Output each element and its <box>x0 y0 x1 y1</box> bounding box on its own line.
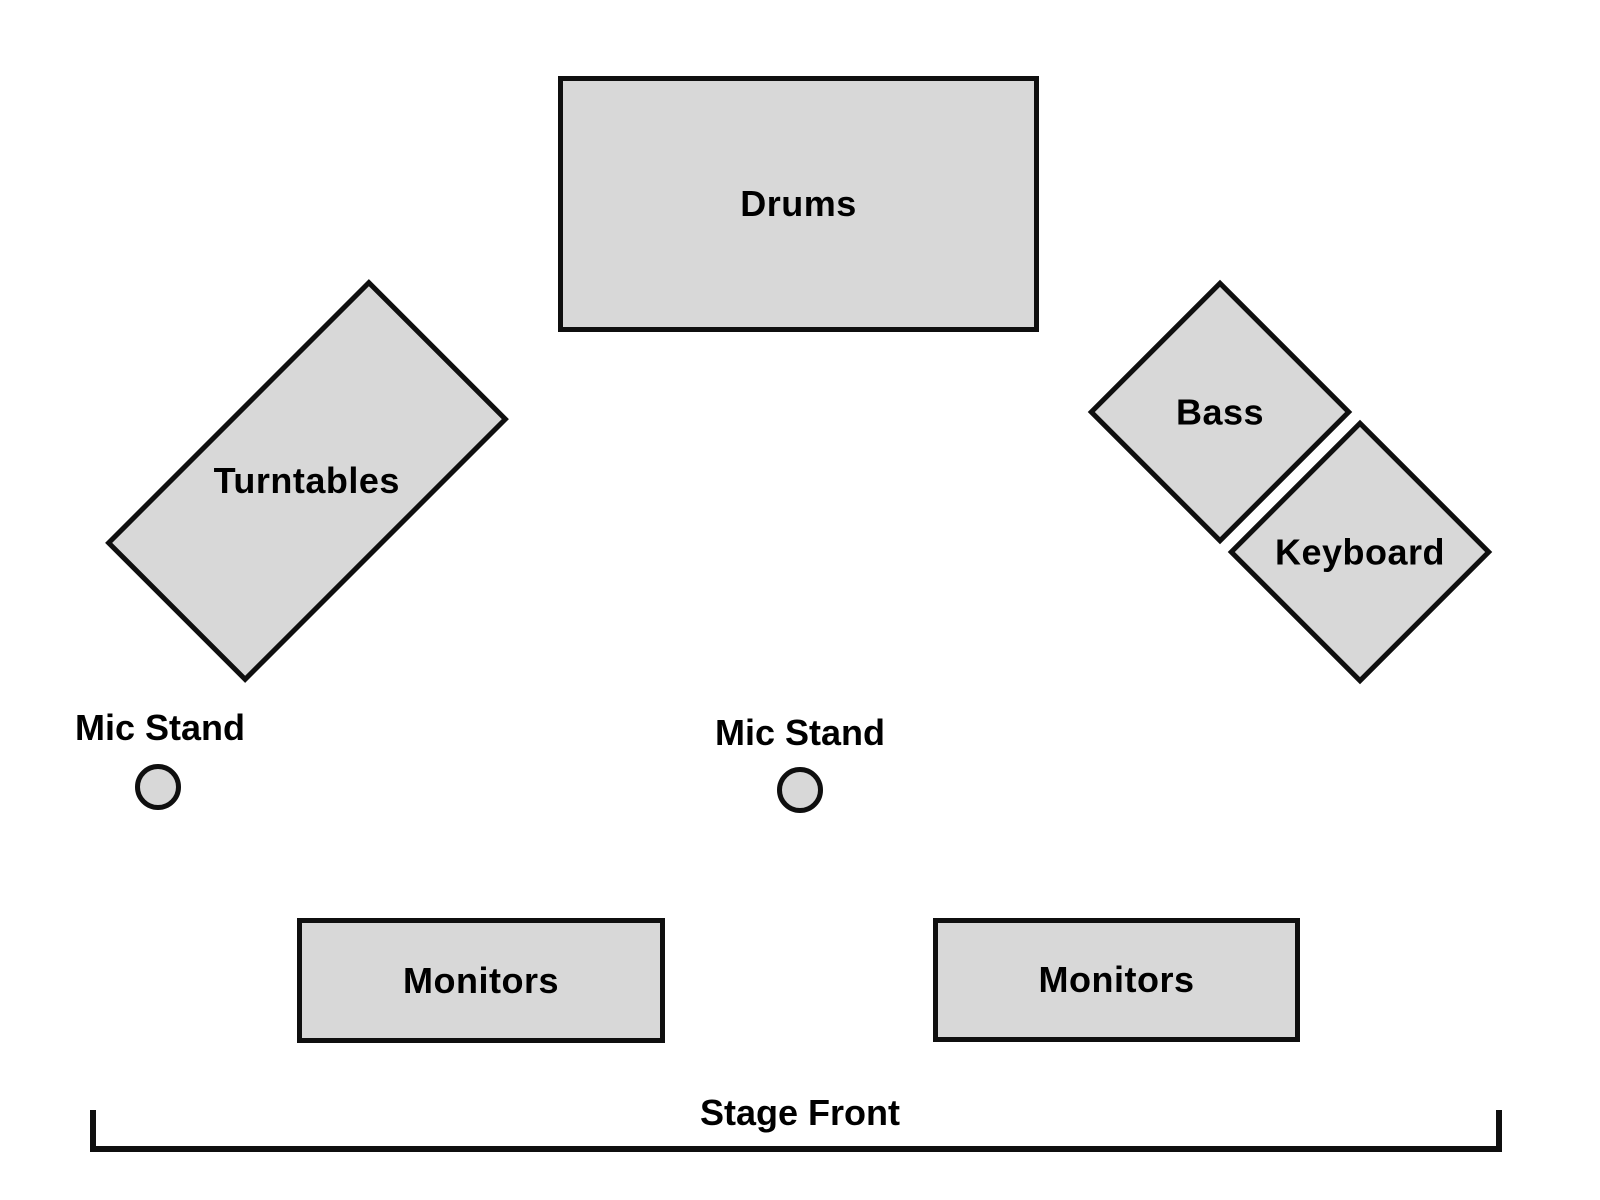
mic-stand-center-circle <box>777 767 823 813</box>
monitors-right-box: Monitors <box>933 918 1300 1042</box>
monitors-left-box: Monitors <box>297 918 665 1043</box>
turntables-box: Turntables <box>105 279 509 683</box>
bass-label: Bass <box>1175 391 1265 432</box>
monitors-right-label: Monitors <box>1038 959 1195 1000</box>
keyboard-label: Keyboard <box>1274 531 1446 573</box>
drums-box: Drums <box>558 76 1039 332</box>
stage-front-label: Stage Front <box>699 1092 901 1133</box>
mic-stand-left-label: Mic Stand <box>74 707 246 748</box>
monitors-left-label: Monitors <box>403 959 559 1001</box>
drums-label: Drums <box>740 183 857 224</box>
stage-front-bracket <box>90 1110 1502 1152</box>
mic-stand-left-circle <box>135 764 181 810</box>
turntables-label: Turntables <box>213 460 401 502</box>
mic-stand-center-label: Mic Stand <box>714 712 886 753</box>
